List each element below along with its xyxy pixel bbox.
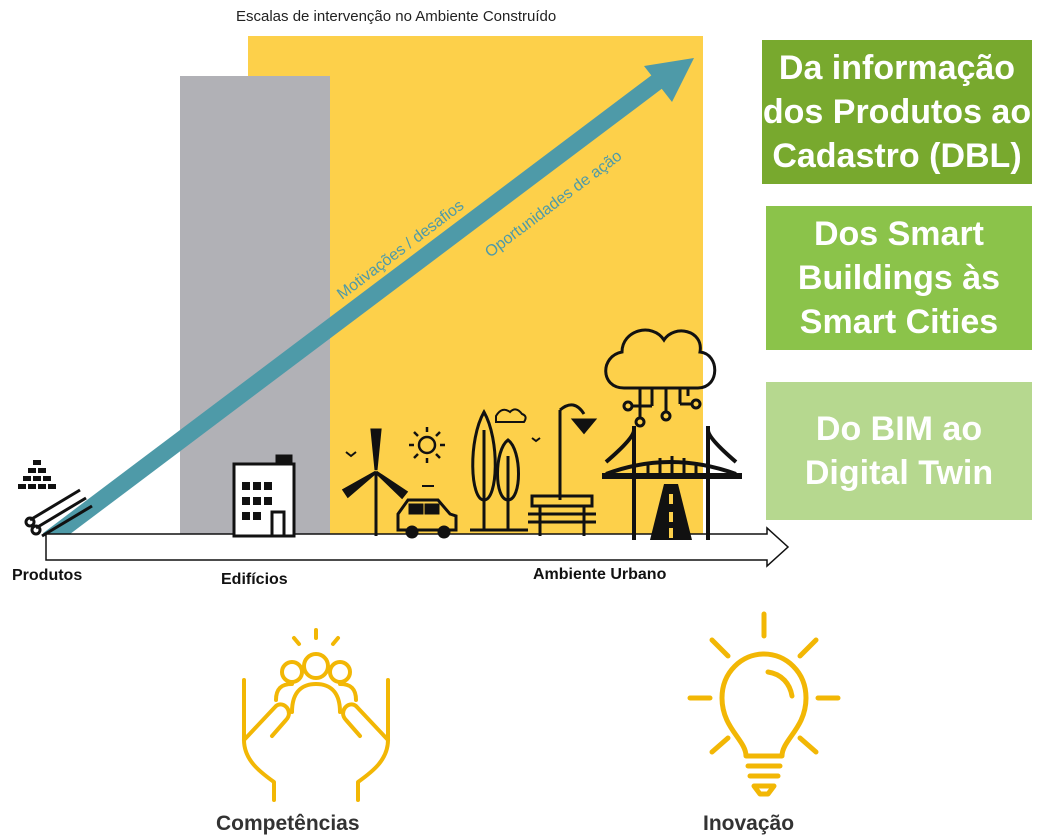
axis-label-products: Produtos: [12, 567, 83, 584]
theme-box-dbl-text: Da informação dos Produtos ao Cadastro (…: [762, 49, 1032, 175]
theme-box-digital-twin-text: Do BIM ao Digital Twin: [804, 410, 994, 492]
road-icon: [650, 484, 692, 540]
theme-box-smart-cities: Dos Smart Buildings às Smart Cities: [766, 206, 1032, 350]
competencias-label: Competências: [216, 812, 360, 835]
trees-icon: [470, 408, 541, 532]
axis-label-urban: Ambiente Urbano: [533, 566, 667, 583]
theme-box-digital-twin: Do BIM ao Digital Twin: [766, 382, 1032, 520]
car-icon: [396, 485, 458, 539]
street-lamp-icon: [558, 403, 598, 500]
team-in-hands-icon: [242, 628, 390, 802]
growth-arrow: [42, 58, 694, 547]
bench-icon: [528, 494, 596, 536]
pipes-icon: [24, 488, 93, 538]
lightbulb-icon: [687, 611, 841, 797]
cloud-network-icon: [604, 328, 717, 428]
inovacao-label: Inovação: [703, 812, 795, 835]
axis-label-buildings: Edifícios: [221, 571, 288, 588]
diagram-caption: Escalas de intervenção no Ambiente Const…: [236, 8, 557, 25]
bricks-icon: [18, 460, 56, 489]
theme-box-smart-cities-text: Dos Smart Buildings às Smart Cities: [797, 215, 1001, 341]
theme-box-dbl: Da informação dos Produtos ao Cadastro (…: [762, 40, 1032, 184]
wind-turbine-icon: [341, 428, 409, 536]
scale-axis-arrow: [45, 526, 790, 568]
sun-icon: [409, 427, 445, 463]
bridge-icon: [602, 426, 742, 540]
building-icon: [232, 454, 296, 538]
